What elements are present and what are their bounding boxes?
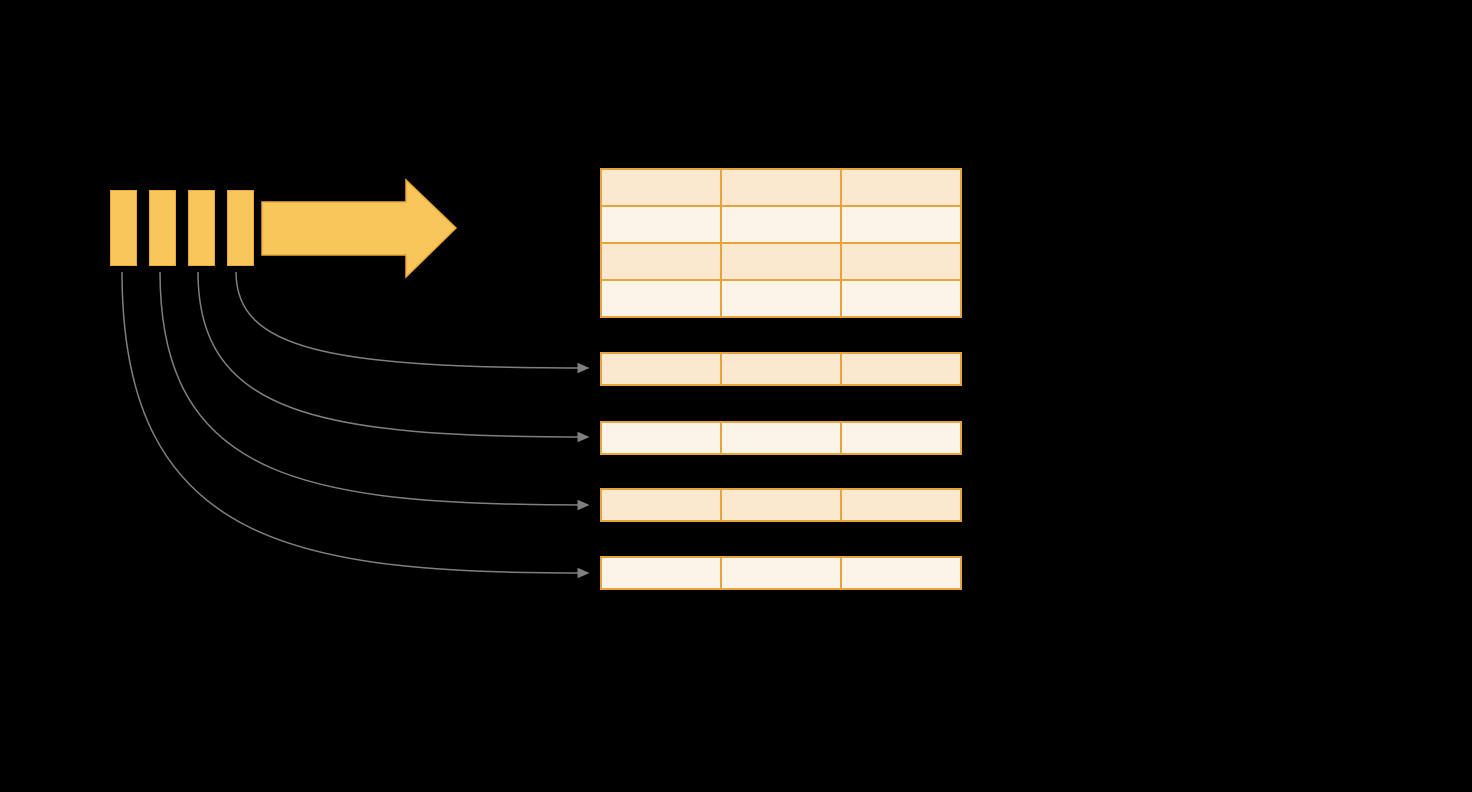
table-cell [722, 170, 840, 205]
table-cell [842, 281, 960, 316]
table-cell [842, 170, 960, 205]
stream-bar [110, 190, 137, 266]
table-cell [842, 207, 960, 242]
connector-arrow [197, 271, 590, 443]
table-cell [722, 558, 840, 588]
table-cell [842, 490, 960, 520]
connector-arrow [121, 271, 590, 579]
row-table [600, 488, 962, 522]
table-cell [722, 281, 840, 316]
table-cell [602, 207, 720, 242]
row-table [600, 352, 962, 386]
stream-bar [227, 190, 254, 266]
flow-arrow-icon [261, 178, 458, 279]
table-cell [602, 490, 720, 520]
row-table [600, 421, 962, 455]
table-cell [602, 170, 720, 205]
row-table [600, 556, 962, 590]
stream-bar [149, 190, 176, 266]
table-cell [602, 558, 720, 588]
connector-arrow [159, 271, 590, 511]
table-cell [722, 490, 840, 520]
main-table [600, 168, 962, 318]
table-cell [842, 558, 960, 588]
table-cell [842, 423, 960, 453]
table-cell [842, 354, 960, 384]
connector-arrow [235, 271, 590, 374]
table-cell [722, 423, 840, 453]
table-cell [602, 281, 720, 316]
stream-bar [188, 190, 215, 266]
stream-bars-group [110, 190, 254, 266]
table-cell [722, 354, 840, 384]
table-cell [722, 244, 840, 279]
table-cell [602, 244, 720, 279]
table-cell [602, 354, 720, 384]
table-cell [722, 207, 840, 242]
table-cell [602, 423, 720, 453]
table-cell [842, 244, 960, 279]
